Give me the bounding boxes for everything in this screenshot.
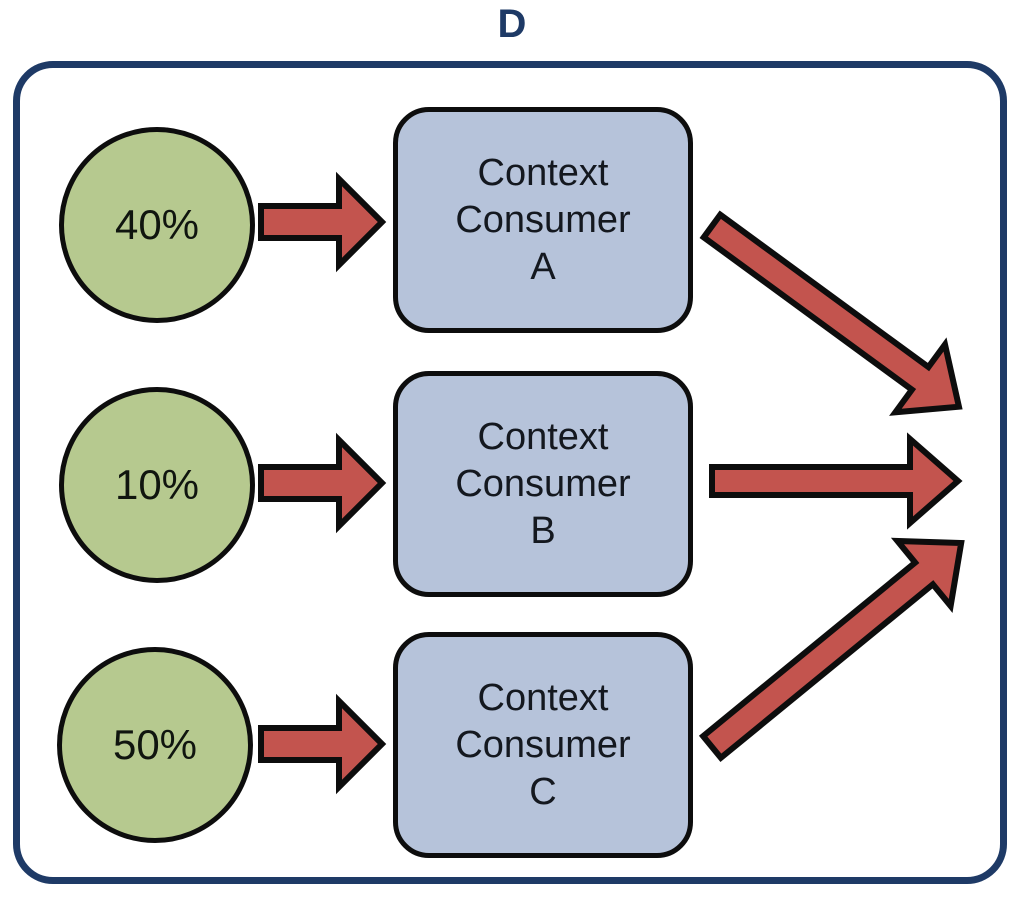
source-circle-40-label: 40%	[114, 201, 200, 248]
consumer-a-line-2: Consumer	[455, 198, 631, 241]
diagram-title: D	[497, 2, 527, 46]
source-circle-40: 40%	[59, 127, 255, 323]
source-circle-50-label: 50%	[112, 721, 198, 768]
consumer-a-line-1: Context	[477, 151, 609, 194]
consumer-c-line-2: Consumer	[455, 723, 631, 766]
consumer-b-line-1: Context	[477, 415, 609, 458]
source-circle-10-label: 10%	[114, 461, 200, 508]
source-circle-50: 50%	[57, 647, 253, 843]
consumer-b-line-2: Consumer	[455, 462, 631, 505]
consumer-c-line-1: Context	[477, 676, 609, 719]
consumer-a-line-3: A	[530, 245, 556, 288]
consumer-box-c: Context Consumer C	[393, 632, 693, 858]
consumer-b-line-3: B	[530, 509, 556, 552]
consumer-box-a: Context Consumer A	[393, 107, 693, 333]
source-circle-10: 10%	[59, 387, 255, 583]
consumer-box-b: Context Consumer B	[393, 371, 693, 597]
container-d-frame	[13, 61, 1007, 884]
consumer-c-line-3: C	[529, 770, 557, 813]
